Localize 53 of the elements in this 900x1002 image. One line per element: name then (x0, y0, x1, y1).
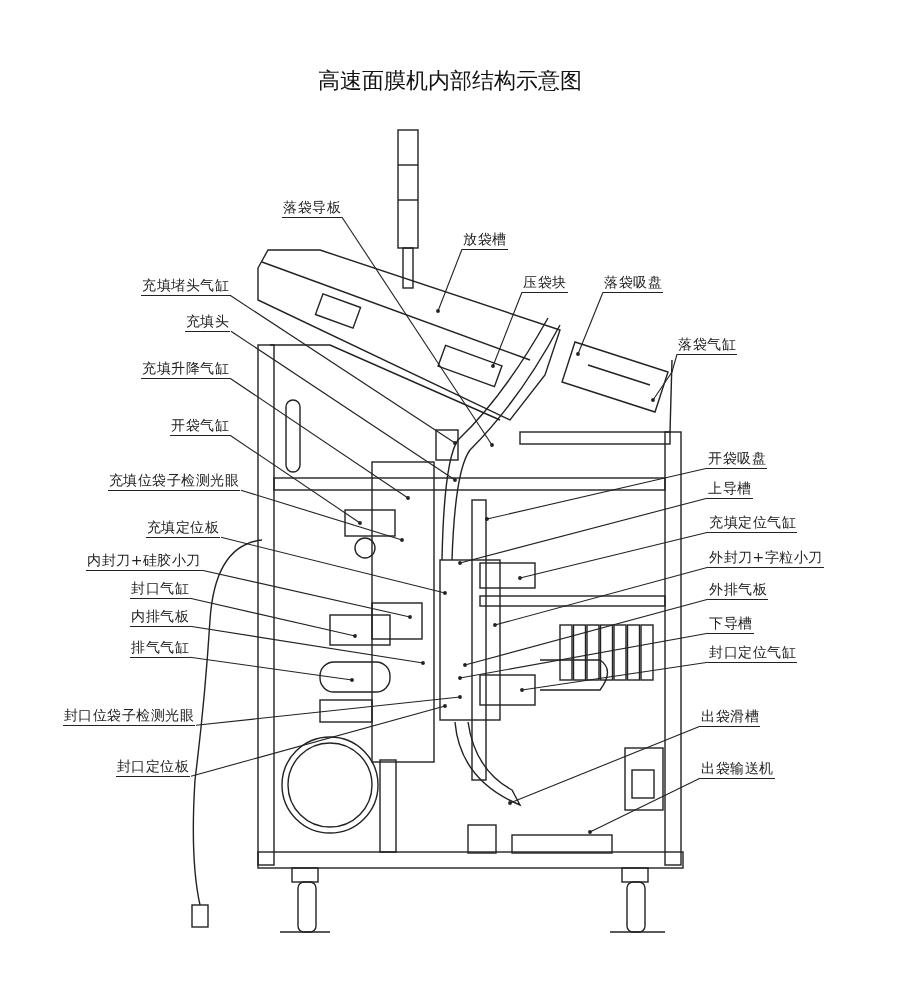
part-label: 外排气板 (708, 580, 768, 600)
part-label: 充填堵头气缸 (141, 276, 230, 296)
part-label: 封口位袋子检测光眼 (62, 706, 195, 726)
part-label: 放袋槽 (462, 230, 508, 250)
part-label: 下导槽 (708, 614, 754, 634)
leader-line (576, 291, 604, 356)
leader-line (491, 291, 523, 368)
leader-line (230, 330, 457, 482)
leader-line (508, 725, 701, 805)
part-label: 出袋输送机 (700, 759, 775, 779)
leader-line (201, 569, 412, 619)
leader-line (485, 467, 708, 521)
part-label: 落袋气缸 (677, 335, 737, 355)
leader-line (189, 625, 425, 665)
part-label: 充填定位气缸 (708, 513, 797, 533)
leader-line (190, 704, 447, 777)
leader-line (436, 248, 463, 313)
part-label: 封口定位气缸 (708, 643, 797, 663)
leader-line (588, 777, 701, 834)
part-label: 充填定位板 (145, 518, 220, 538)
part-label: 充填升降气缸 (141, 359, 230, 379)
leader-line (240, 489, 404, 542)
leader-line (189, 597, 357, 638)
part-label: 内排气板 (130, 607, 190, 627)
part-label: 封口气缸 (130, 579, 190, 599)
part-label: 外封刀+字粒小刀 (708, 548, 824, 568)
leader-line (229, 294, 457, 445)
leader-line (463, 598, 709, 667)
leader-line (341, 216, 494, 447)
part-label: 内封刀+硅胶小刀 (86, 551, 202, 571)
leader-line (493, 566, 709, 627)
part-label: 封口定位板 (115, 757, 190, 777)
part-label: 开袋气缸 (170, 416, 230, 436)
leader-line (189, 656, 354, 682)
leader-line (229, 434, 362, 525)
leader-line (651, 353, 678, 402)
leader-line (220, 536, 447, 595)
part-label: 落袋导板 (282, 198, 342, 218)
leader-line (229, 377, 410, 500)
part-label: 落袋吸盘 (603, 273, 663, 293)
leader-line (458, 632, 709, 680)
leader-line (458, 497, 708, 565)
leader-line (518, 531, 709, 580)
leader-line (195, 695, 462, 726)
diagram-title: 高速面膜机内部结构示意图 (317, 67, 583, 95)
part-label: 充填位袋子检测光眼 (107, 471, 240, 491)
part-label: 压袋块 (522, 273, 568, 293)
part-label: 排气气缸 (130, 638, 190, 658)
part-label: 上导槽 (707, 479, 753, 499)
part-label: 充填头 (184, 312, 230, 332)
part-label: 出袋滑槽 (700, 707, 760, 727)
part-label: 开袋吸盘 (707, 449, 767, 469)
leader-line (520, 661, 709, 692)
